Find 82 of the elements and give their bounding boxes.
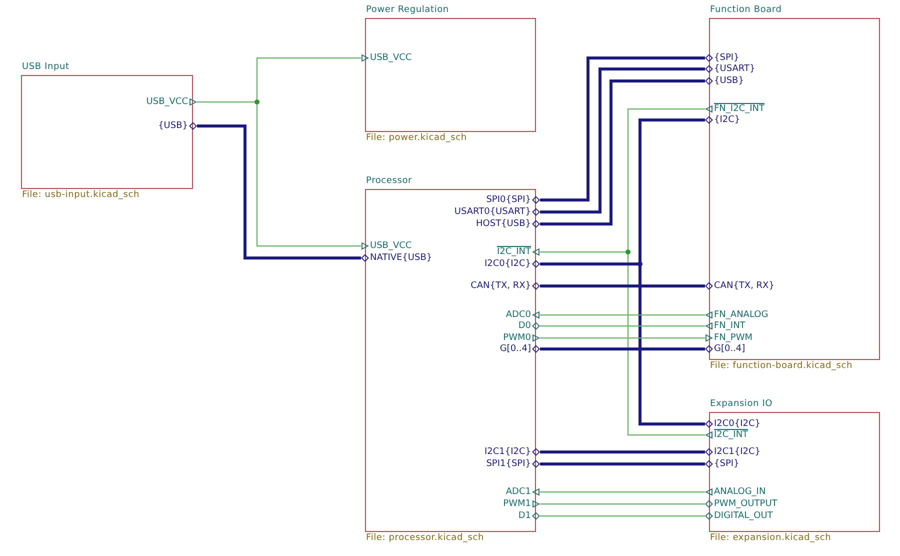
sheet-pin (705, 446, 761, 458)
pin-name: NATIVE{USB} (370, 252, 432, 264)
sheet-pin (705, 344, 746, 354)
sheet-pin (518, 320, 540, 332)
sheet-pin (361, 240, 412, 252)
pin-name: {USART} (714, 64, 756, 74)
sheet-pin (496, 246, 540, 258)
pin-name: I2C_INT (496, 246, 531, 258)
pin-name: ANALOG_IN (714, 486, 766, 498)
sheet-pin (705, 104, 764, 114)
sheet-pin (705, 76, 744, 86)
sheet-pin (705, 64, 756, 74)
pin-name: FN_ANALOG (714, 310, 768, 320)
sheet-title: Expansion IO (710, 399, 773, 409)
pin-name: CAN{TX, RX} (714, 280, 774, 292)
pin-name: USB_VCC (146, 96, 188, 108)
wire (540, 450, 705, 454)
sheet-pin (506, 486, 540, 498)
pin-name: I2C1{I2C} (484, 446, 531, 458)
pin-name: I2C1{I2C} (714, 446, 761, 458)
sheet-pin (705, 418, 761, 430)
wire (540, 314, 706, 316)
pin-name: I2C0{I2C} (714, 418, 761, 430)
file-name: File: function-board.kicad_sch (710, 361, 853, 371)
pin-name: PWM0 (503, 332, 531, 344)
file-name: File: usb-input.kicad_sch (22, 190, 140, 200)
sheet-title: USB Input (22, 62, 70, 72)
sheet-pin (705, 52, 740, 64)
pin-name: D1 (518, 510, 531, 522)
sheet-pin (705, 332, 753, 344)
pin-name: CAN{TX, RX} (470, 280, 531, 292)
sheet-pin (503, 498, 540, 510)
file-name: File: power.kicad_sch (366, 133, 467, 143)
pin-name: SPI1{SPI} (486, 458, 531, 470)
wire (540, 462, 705, 466)
wire (540, 348, 705, 350)
pin-name: ADC1 (506, 486, 531, 498)
sheet-pin (484, 258, 540, 270)
pin-name: {USB} (714, 76, 744, 86)
pin-name: FN_I2C_INT (714, 104, 764, 114)
sheet-pin (486, 194, 540, 206)
file-name: File: processor.kicad_sch (366, 533, 484, 543)
sheet-title: Function Board (710, 5, 782, 15)
wire (197, 124, 361, 260)
sheet-pin (361, 52, 412, 64)
sheet-title: Processor (366, 176, 412, 186)
pin-name: DIGITAL_OUT (714, 510, 773, 522)
pin-name: {SPI} (714, 458, 740, 470)
pin-name: {USB} (158, 120, 188, 132)
sheet-pin (158, 120, 197, 132)
sheet-pin (146, 96, 197, 108)
wire (540, 80, 705, 226)
sheet-pin (705, 458, 740, 470)
pin-name: G[0..4] (500, 344, 531, 354)
sheet-pin (705, 320, 746, 332)
wire (540, 284, 705, 288)
pin-name: G[0..4] (714, 344, 746, 354)
pin-name: D0 (518, 320, 531, 332)
pin-name: {SPI} (714, 52, 740, 64)
sheet-pin (486, 458, 540, 470)
sheet-pin (705, 430, 748, 440)
pin-name: FN_PWM (714, 332, 753, 344)
pin-name: USB_VCC (370, 52, 412, 64)
sheet-pin (503, 332, 540, 344)
pin-name: USART0{USART} (454, 206, 531, 218)
sheet-pin (506, 310, 540, 320)
pin-name: ADC0 (506, 310, 531, 320)
pin-name: {I2C} (714, 114, 740, 126)
pin-name: I2C_INT (714, 430, 748, 440)
pin-name: SPI0{SPI} (486, 194, 531, 206)
pin-name: USB_VCC (370, 240, 412, 252)
pin-name: FN_INT (714, 320, 746, 332)
sheet-pin (500, 344, 540, 354)
pin-name: PWM1 (503, 498, 531, 510)
pin-name: HOST{USB} (476, 218, 531, 230)
pin-name: PWM_OUTPUT (714, 498, 778, 510)
sheet-pin (518, 510, 540, 522)
sheet-pin (705, 114, 740, 126)
sheet-title: Power Regulation (366, 5, 449, 15)
file-name: File: expansion.kicad_sch (710, 533, 832, 543)
sheet-pin (484, 446, 540, 458)
pin-name: I2C0{I2C} (484, 258, 531, 270)
